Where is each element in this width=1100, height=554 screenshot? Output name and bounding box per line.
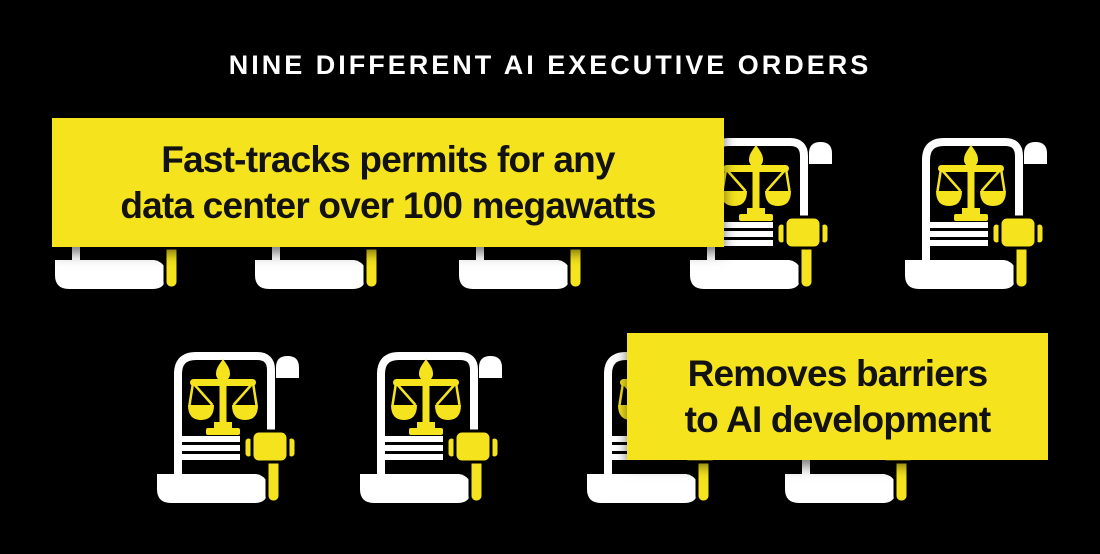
executive-order-scroll-icon [688,138,838,293]
callout-text-line: Removes barriers [687,352,989,394]
executive-order-scroll-icon [358,352,508,507]
callout-removes-barriers: Removes barriers to AI development [627,333,1048,460]
callout-text-line: to AI development [684,398,992,440]
callout-text-line: data center over 100 megawatts [120,184,656,226]
executive-order-scroll-icon [903,138,1053,293]
page-title: NINE DIFFERENT AI EXECUTIVE ORDERS [228,50,872,80]
callout-fast-tracks-permits: Fast-tracks permits for any data center … [52,118,724,247]
callout-text-line: Fast-tracks permits for any [161,138,615,180]
executive-order-scroll-icon [155,352,305,507]
